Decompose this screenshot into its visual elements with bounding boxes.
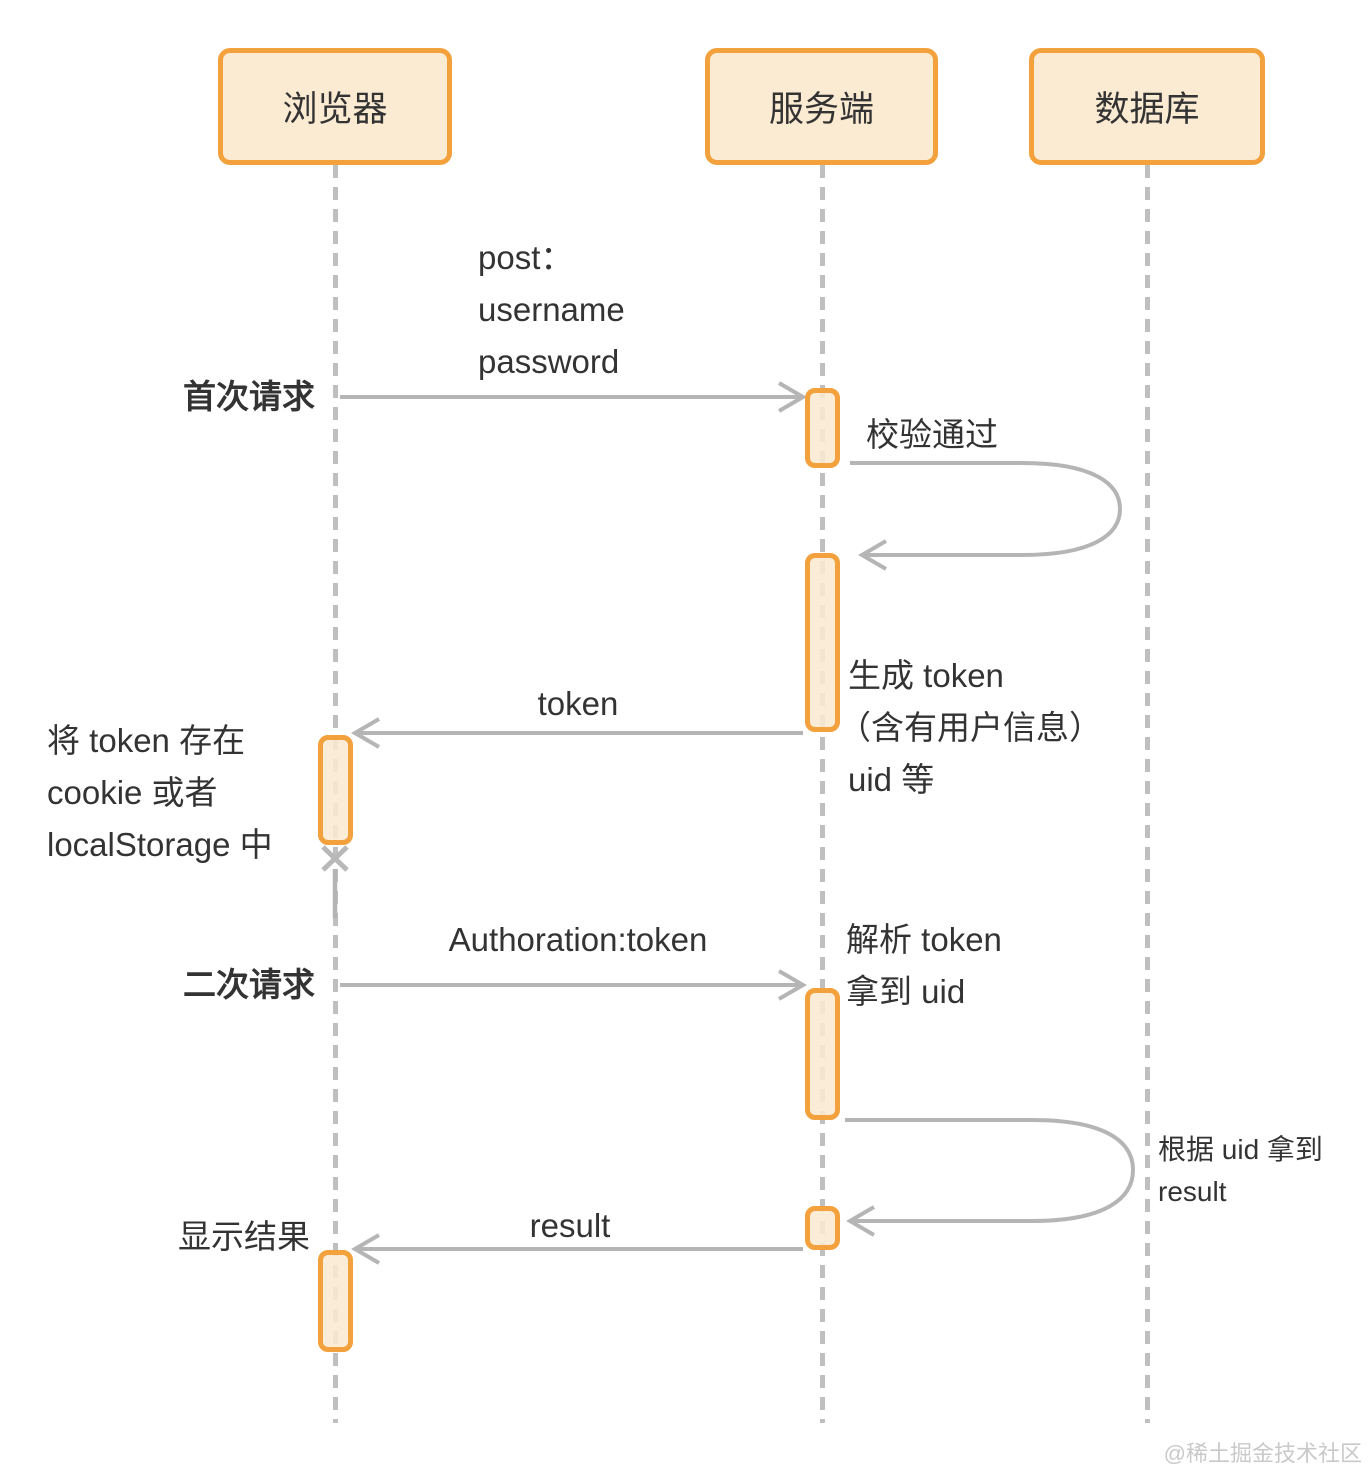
- label-verify-ok: 校验通过: [866, 416, 998, 453]
- lifeline-server: [820, 165, 825, 1423]
- label-store-line1: 将 token 存在: [47, 722, 246, 759]
- lifeline-database: [1145, 165, 1150, 1423]
- label-first-request: 首次请求: [183, 378, 315, 415]
- activation-server-parse: [805, 988, 840, 1120]
- activation-browser-store: [318, 735, 353, 845]
- label-query-line1: 根据 uid 拿到: [1158, 1134, 1323, 1165]
- arrow-first-request: [340, 381, 807, 413]
- cross-marker: [321, 845, 349, 918]
- label-post-line2: username: [478, 291, 625, 328]
- label-gen-token: 生成 token （含有用户信息） uid 等: [838, 650, 1102, 806]
- activation-browser-show: [318, 1250, 353, 1352]
- label-gen-token-line1: 生成 token: [848, 657, 1004, 694]
- arrow-token: [351, 717, 803, 749]
- label-parse-line2: 拿到 uid: [846, 973, 966, 1010]
- participant-database-label: 数据库: [1094, 90, 1200, 129]
- self-loop-verify: [850, 461, 1123, 571]
- participant-server: 服务端: [705, 48, 938, 165]
- label-store-line2: cookie 或者: [47, 774, 218, 811]
- label-gen-token-line2: （含有用户信息）: [838, 709, 1102, 746]
- label-gen-token-line3: uid 等: [848, 761, 935, 798]
- self-loop-query: [845, 1118, 1136, 1237]
- label-parse-token: 解析 token 拿到 uid: [846, 914, 1002, 1018]
- label-store-line3: localStorage 中: [47, 826, 273, 863]
- participant-browser-label: 浏览器: [282, 90, 388, 129]
- label-parse-line1: 解析 token: [846, 921, 1002, 958]
- label-post-line3: password: [478, 343, 620, 380]
- arrow-result: [351, 1233, 803, 1265]
- label-post-payload: post： username password: [478, 232, 625, 388]
- arrow-second-request: [340, 969, 807, 1001]
- label-auth-message: Authoration:token: [448, 921, 708, 958]
- participant-browser: 浏览器: [218, 48, 452, 165]
- participant-server-label: 服务端: [768, 90, 874, 129]
- label-query-db: 根据 uid 拿到 result: [1158, 1129, 1323, 1213]
- label-second-request: 二次请求: [183, 966, 315, 1003]
- label-show-result: 显示结果: [178, 1218, 310, 1255]
- label-store-token: 将 token 存在 cookie 或者 localStorage 中: [47, 715, 273, 871]
- label-result-message: result: [529, 1207, 611, 1244]
- label-token-message: token: [537, 685, 619, 722]
- activation-server-verify: [805, 388, 840, 468]
- watermark-text: @稀土掘金技术社区: [1163, 1441, 1362, 1466]
- label-query-line2: result: [1158, 1176, 1227, 1207]
- participant-database: 数据库: [1029, 48, 1265, 165]
- activation-server-result: [805, 1206, 840, 1250]
- activation-server-gen-token: [805, 553, 840, 732]
- label-post-line1: post：: [478, 239, 574, 276]
